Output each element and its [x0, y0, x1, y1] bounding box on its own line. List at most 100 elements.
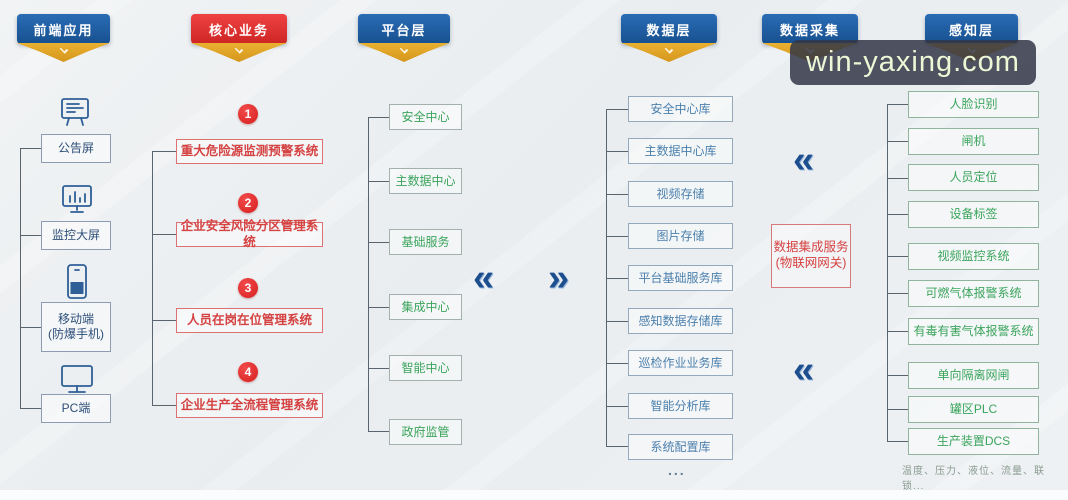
data-node-video-storage: 视频存储: [628, 181, 733, 207]
header-platform: 平台层: [358, 14, 450, 62]
platform-node-security-center: 安全中心: [389, 104, 462, 130]
connector-line: [887, 178, 908, 179]
sense-node-face-recognition: 人脸识别: [908, 91, 1039, 118]
connector-line: [20, 235, 41, 236]
connector-line: [606, 109, 628, 110]
connector-line: [20, 327, 41, 328]
header-data: 数据层: [621, 14, 717, 62]
connector-line: [20, 148, 41, 149]
watermark: win-yaxing.com: [790, 40, 1036, 85]
sense-node-one-way-gatekeeper: 单向隔离网闸: [908, 362, 1039, 389]
frontend-node-pc: PC端: [41, 394, 111, 423]
chevron-down-icon: [664, 45, 674, 54]
ribbon-icon: [191, 43, 287, 62]
ribbon-icon: [17, 43, 110, 62]
header-frontend: 前端应用: [17, 14, 110, 62]
data-more-ellipsis: ...: [668, 462, 686, 478]
connector-line: [887, 141, 908, 142]
data-node-analysis-db: 智能分析库: [628, 393, 733, 419]
core-node-personnel-on-duty: 人员在岗在位管理系统: [176, 308, 323, 333]
step-badge-3: 3: [238, 278, 258, 298]
connector-line: [152, 151, 176, 152]
sense-node-device-tag: 设备标签: [908, 201, 1039, 228]
connector-line: [887, 256, 908, 257]
connector-line: [887, 214, 908, 215]
connector-line: [887, 104, 908, 105]
monitor-chart-icon: [60, 181, 94, 217]
sense-node-production-dcs: 生产装置DCS: [908, 428, 1039, 455]
gateway-label-line2: (物联网网关): [775, 256, 847, 270]
connector-line: [152, 405, 176, 406]
frontend-node-notice-screen: 公告屏: [41, 134, 111, 163]
sense-node-video-surveillance: 视频监控系统: [908, 243, 1039, 270]
connector-line: [368, 117, 389, 118]
notice-board-icon: [58, 93, 92, 131]
smartphone-icon: [64, 263, 90, 301]
chevron-down-icon: [59, 45, 68, 54]
sense-node-toxic-gas-alarm: 有毒有害气体报警系统: [908, 318, 1039, 345]
double-arrow-right-icon: »: [548, 257, 570, 299]
core-node-hazard-warning: 重大危险源监测预警系统: [176, 139, 323, 164]
core-node-production-process: 企业生产全流程管理系统: [176, 393, 323, 418]
step-badge-2: 2: [238, 193, 258, 213]
bottom-strip: [0, 490, 1068, 500]
connector-line: [368, 117, 369, 432]
connector-line: [606, 363, 628, 364]
chevron-down-icon: [399, 45, 409, 54]
connector-line: [606, 321, 628, 322]
data-node-inspection-db: 巡检作业业务库: [628, 350, 733, 376]
connector-line: [152, 320, 176, 321]
data-node-platform-base-db: 平台基础服务库: [628, 265, 733, 291]
platform-node-basic-services: 基础服务: [389, 229, 462, 255]
mobile-label-line1: 移动端: [57, 312, 94, 326]
data-node-master-db: 主数据中心库: [628, 138, 733, 164]
header-sense-banner: 感知层: [925, 14, 1018, 44]
connector-line: [887, 375, 908, 376]
header-platform-banner: 平台层: [358, 14, 450, 44]
double-arrow-left-icon: «: [793, 139, 815, 181]
sense-node-tank-plc: 罐区PLC: [908, 396, 1039, 423]
header-core-banner: 核心业务: [191, 14, 287, 44]
connector-line: [887, 293, 908, 294]
core-node-risk-zone: 企业安全风险分区管理系统: [176, 219, 323, 249]
step-badge-4: 4: [238, 362, 258, 382]
connector-line: [887, 441, 908, 442]
header-collect-banner: 数据采集: [762, 14, 858, 44]
data-node-sensing-db: 感知数据存储库: [628, 308, 733, 334]
data-node-image-storage: 图片存储: [628, 223, 733, 249]
data-node-config-db: 系统配置库: [628, 434, 733, 460]
connector-line: [368, 181, 389, 182]
frontend-node-mobile: 移动端 (防爆手机): [41, 302, 111, 352]
double-arrow-left-icon: «: [793, 349, 815, 391]
connector-line: [606, 236, 628, 237]
header-frontend-banner: 前端应用: [17, 14, 110, 44]
desktop-icon: [59, 360, 95, 396]
platform-node-gov-supervision: 政府监管: [389, 419, 462, 445]
platform-node-integration-center: 集成中心: [389, 294, 462, 320]
sense-node-personnel-positioning: 人员定位: [908, 164, 1039, 191]
sense-node-flammable-gas-alarm: 可燃气体报警系统: [908, 280, 1039, 307]
connector-line: [887, 409, 908, 410]
platform-node-master-data-center: 主数据中心: [389, 168, 462, 194]
data-node-security-db: 安全中心库: [628, 96, 733, 122]
connector-line: [152, 234, 176, 235]
sense-node-turnstile: 闸机: [908, 128, 1039, 155]
connector-line: [368, 368, 389, 369]
step-badge-1: 1: [238, 104, 258, 124]
header-core: 核心业务: [191, 14, 287, 62]
connector-line: [368, 307, 389, 308]
connector-line: [20, 148, 21, 409]
connector-line: [368, 242, 389, 243]
sense-sensor-caption: 温度、压力、液位、流量、联锁...: [902, 466, 1045, 492]
gateway-label-line1: 数据集成服务: [773, 240, 849, 255]
ribbon-icon: [621, 43, 717, 62]
chevron-down-icon: [234, 45, 244, 54]
ribbon-icon: [358, 43, 450, 62]
connector-line: [20, 408, 41, 409]
mobile-label-line2: (防爆手机): [48, 327, 104, 341]
connector-line: [606, 446, 628, 447]
platform-node-intelligence-center: 智能中心: [389, 355, 462, 381]
header-data-banner: 数据层: [621, 14, 717, 44]
connector-line: [887, 331, 908, 332]
